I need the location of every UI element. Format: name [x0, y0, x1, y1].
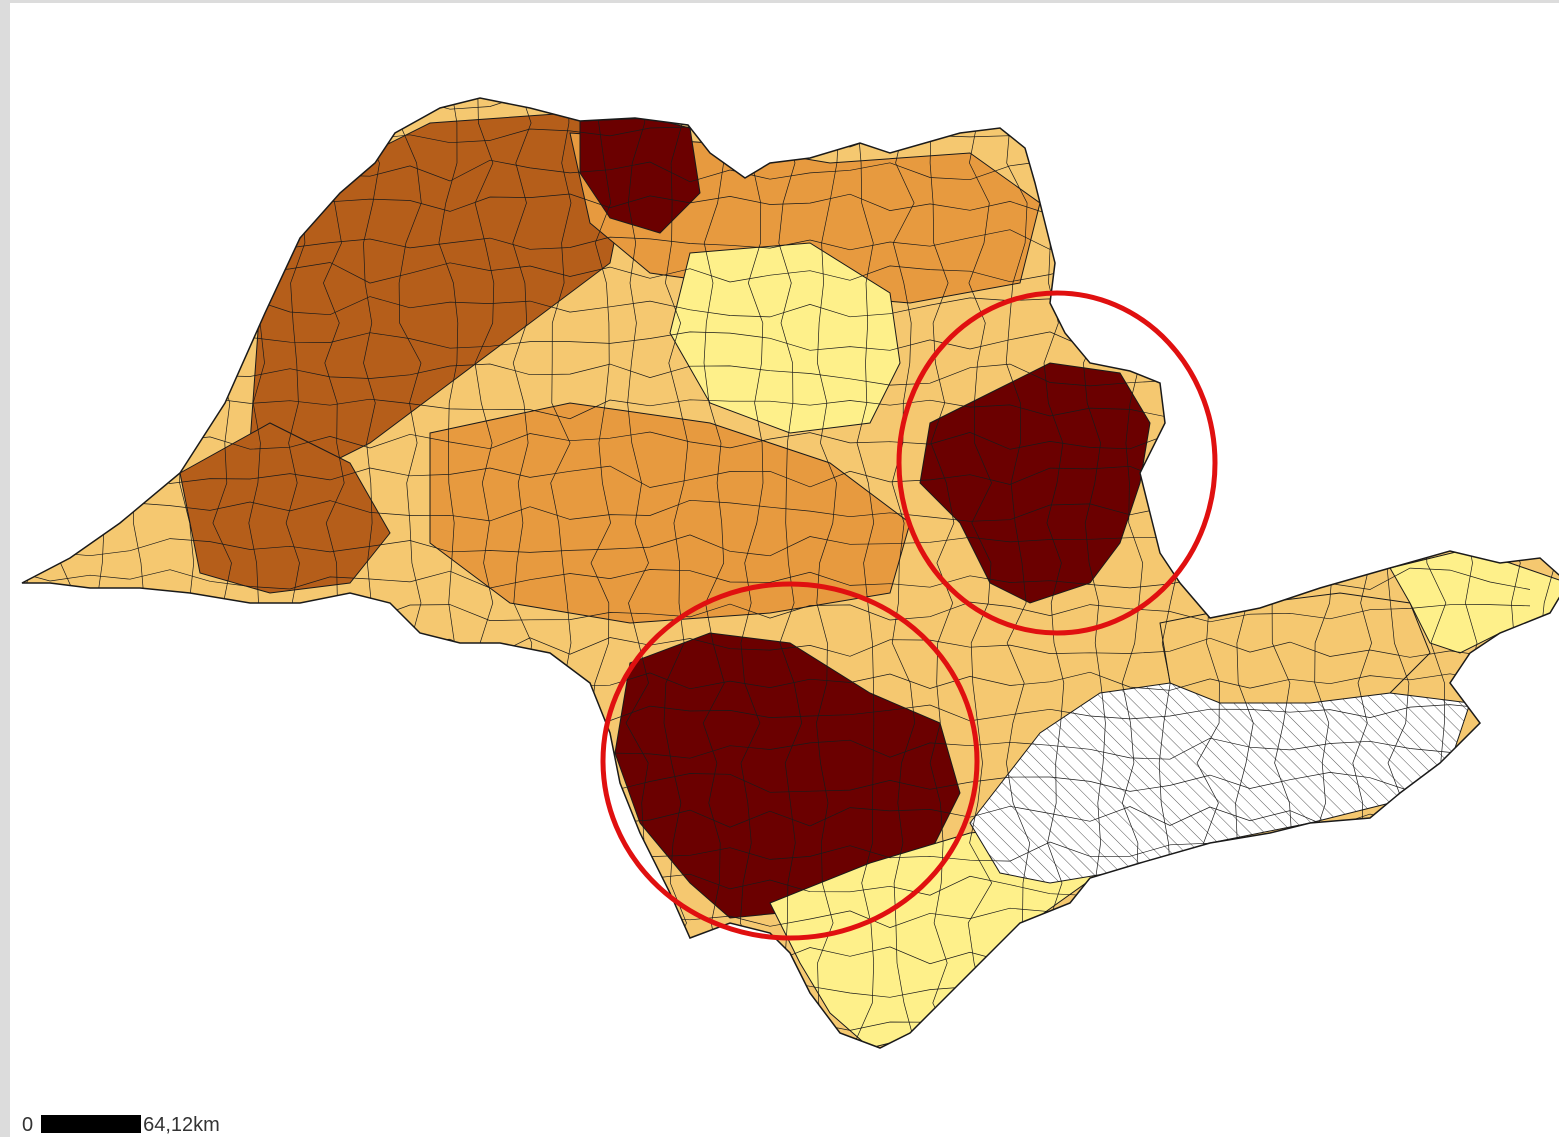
boundary-line	[22, 98, 43, 1044]
boundary-line	[22, 126, 1531, 148]
municipality-regions	[22, 98, 1559, 1048]
scale-bar: 0 64,12km	[22, 1109, 220, 1135]
region-center	[429, 402, 911, 624]
boundary-line	[22, 942, 1531, 965]
scale-start-label: 0	[22, 1114, 34, 1136]
boundary-line	[22, 975, 1531, 998]
region-east-valley	[1159, 592, 1431, 704]
choropleth-map	[21, 97, 1559, 1049]
boundary-line	[967, 98, 993, 1044]
boundary-line	[778, 98, 803, 1044]
boundary-line	[22, 98, 1531, 115]
boundary-line	[891, 98, 916, 1044]
region-northeast-cluster	[919, 362, 1151, 604]
boundary-line	[854, 98, 878, 1044]
boundary-line	[702, 98, 725, 1044]
boundary-line	[739, 98, 764, 1044]
boundary-line	[1309, 98, 1334, 1044]
region-west-center	[179, 422, 391, 594]
boundary-line	[663, 98, 689, 1044]
boundary-line	[1233, 98, 1258, 1043]
highlight-circle-northeast	[896, 290, 1218, 636]
highlight-circle-southwest	[600, 581, 980, 941]
boundary-line	[22, 1010, 1531, 1033]
boundary-line	[1271, 98, 1297, 1044]
scale-end-label: 64,12km	[143, 1114, 220, 1136]
boundary-line	[1348, 98, 1373, 1044]
state-outline	[21, 97, 1559, 1049]
boundary-line	[1005, 98, 1031, 1044]
boundary-line	[816, 98, 840, 1044]
scale-bar-rect	[41, 1115, 142, 1133]
boundary-line	[1196, 98, 1221, 1044]
boundary-line	[22, 1043, 1531, 1048]
boundary-line	[929, 98, 955, 1044]
